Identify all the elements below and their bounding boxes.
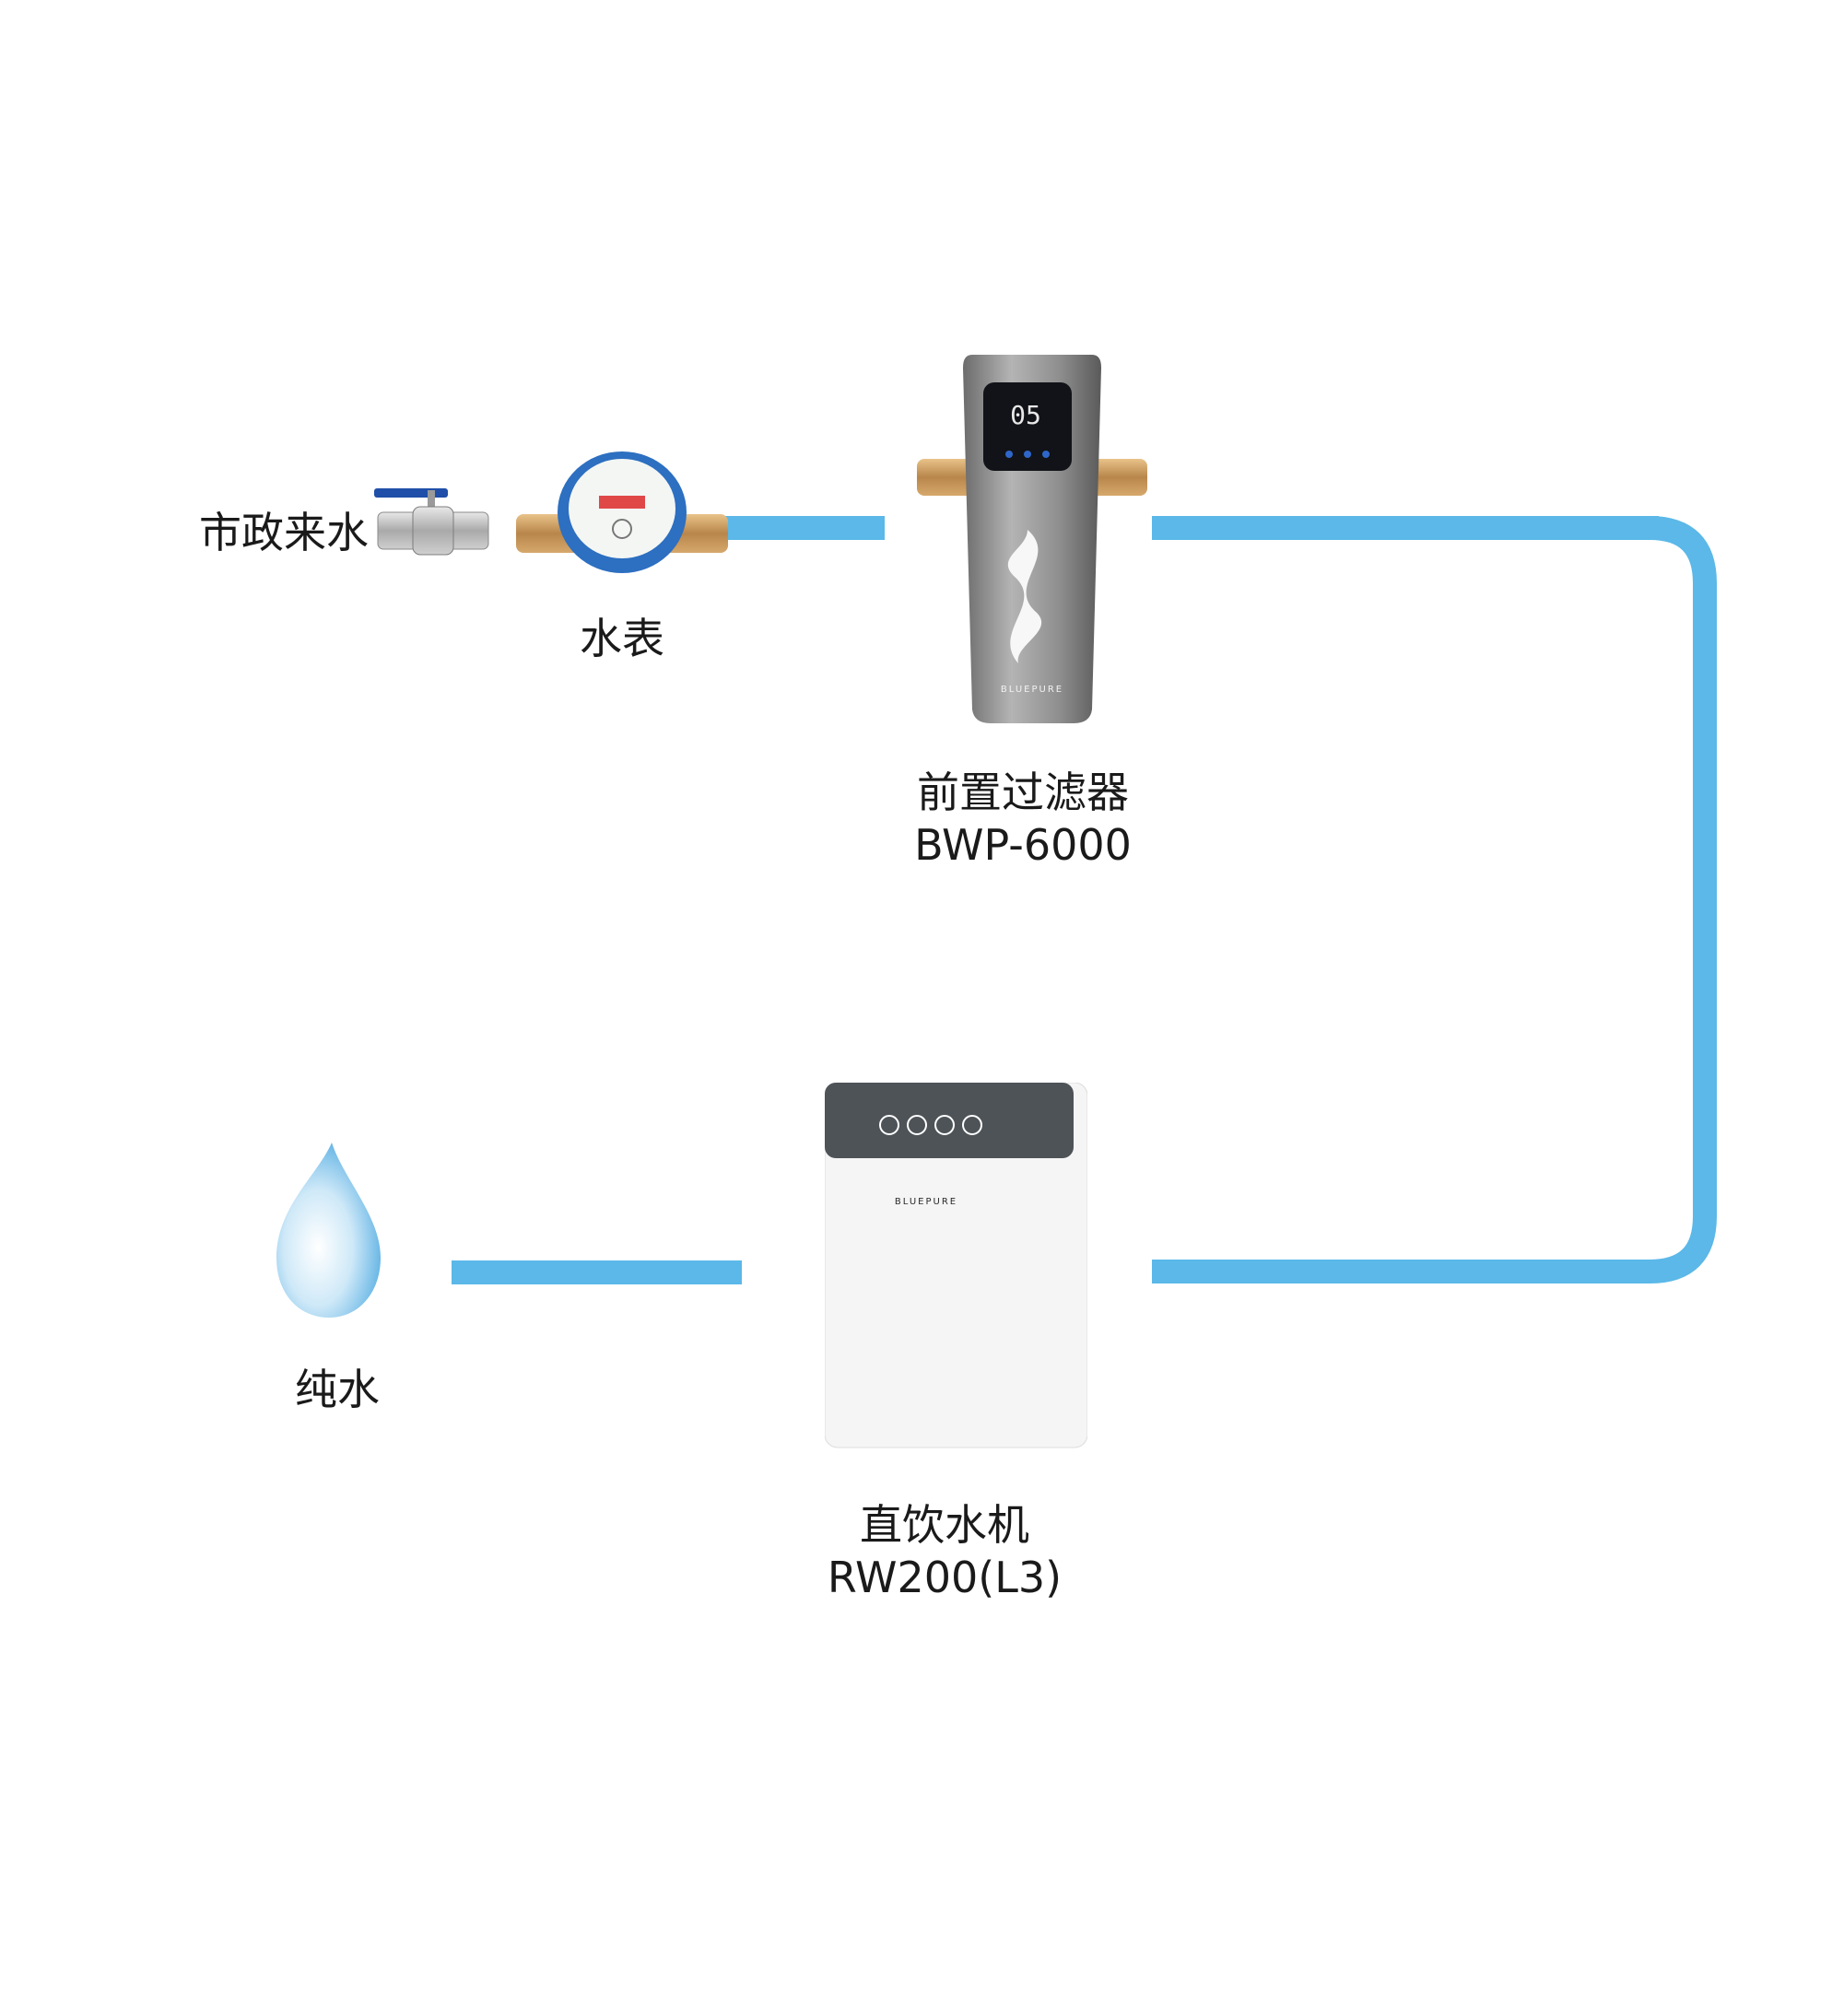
ball-valve-icon	[374, 488, 489, 556]
prefilter-icon: 05 BLUEPURE	[917, 355, 1147, 723]
water-drop-icon	[276, 1143, 381, 1318]
purifier-icon: BLUEPURE	[825, 1083, 1087, 1448]
prefilter-display: 05	[1010, 400, 1041, 430]
pipe-meter-to-prefilter	[714, 516, 885, 540]
label-prefilter-model: BWP-6000	[914, 820, 1132, 870]
label-meter: 水表	[580, 614, 664, 663]
prefilter-brand: BLUEPURE	[1001, 685, 1063, 695]
purifier-brand: BLUEPURE	[895, 1197, 957, 1207]
label-source: 市政来水	[199, 508, 369, 557]
pipe-right-loop	[1152, 516, 1717, 1283]
label-prefilter-name: 前置过滤器	[917, 768, 1129, 817]
label-purifier-name: 直饮水机	[860, 1500, 1029, 1550]
label-output: 纯水	[295, 1365, 380, 1414]
label-purifier-model: RW200(L3)	[827, 1553, 1063, 1602]
water-meter-icon	[516, 451, 728, 573]
pipe-prefilter-to-corner	[1152, 516, 1659, 540]
